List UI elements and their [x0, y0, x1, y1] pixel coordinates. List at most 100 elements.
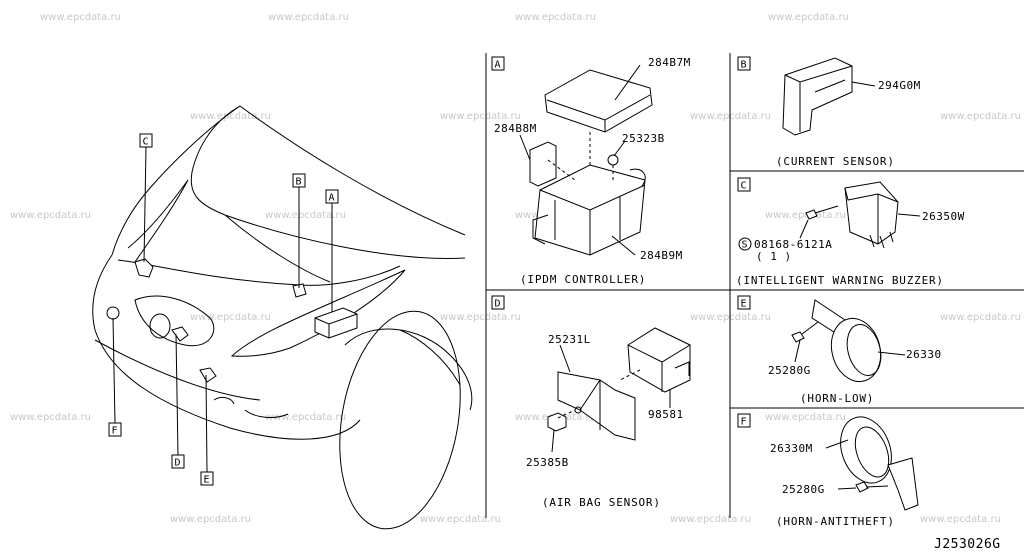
panel-letter: B	[741, 60, 747, 71]
panel-caption: (INTELLIGENT WARNING BUZZER)	[736, 274, 944, 287]
warning-buzzer-edges	[844, 187, 899, 244]
watermark-text: www.epcdata.ru	[440, 312, 521, 323]
ipdm-cover-edges	[546, 94, 651, 132]
part-number: 284B7M	[648, 56, 691, 69]
marker-box	[108, 422, 122, 437]
airbag-bracket-edges	[579, 379, 601, 430]
assembly-lines	[547, 132, 614, 182]
buzzer-pins	[869, 231, 894, 249]
leader-line	[551, 429, 555, 453]
leader-line	[611, 235, 636, 256]
marker-box	[171, 454, 185, 469]
bolt-head	[791, 331, 805, 343]
watermark-text: www.epcdata.ru	[765, 210, 846, 221]
watermark-text: www.epcdata.ru	[40, 12, 121, 23]
front-bumper	[92, 254, 361, 440]
marker-e: E	[200, 471, 214, 486]
airbag-bracket	[557, 371, 636, 441]
horn-antitheft-on-car	[106, 306, 120, 320]
bolt-shank	[814, 205, 839, 214]
watermark-text: www.epcdata.ru	[265, 210, 346, 221]
hood-crease	[224, 214, 331, 283]
bolt-head	[805, 209, 818, 220]
ipdm-bracket	[529, 141, 557, 187]
fog-lamp	[149, 313, 171, 339]
leader-line	[143, 146, 147, 263]
part-number: 26330	[906, 348, 942, 361]
part-number: 98581	[648, 408, 684, 421]
part-number: 25231L	[548, 333, 591, 346]
ipdm-box-brackets	[532, 168, 646, 245]
part-number: 26350W	[922, 210, 965, 223]
watermark-text: www.epcdata.ru	[920, 514, 1001, 525]
watermark-text: www.epcdata.ru	[940, 312, 1021, 323]
marker-f: F	[108, 422, 122, 437]
watermark-text: www.epcdata.ru	[265, 412, 346, 423]
panel-letter-box	[491, 295, 505, 310]
watermark-text: www.epcdata.ru	[10, 210, 91, 221]
part-number: 284B8M	[494, 122, 537, 135]
panel-letter-box	[491, 56, 505, 71]
marker-letter: E	[204, 475, 210, 486]
lower-grille	[94, 339, 261, 401]
leader-line	[897, 213, 921, 217]
leader-line	[851, 81, 876, 87]
leader-line	[837, 487, 857, 490]
leader-line	[799, 219, 809, 239]
watermark-text: www.epcdata.ru	[768, 12, 849, 23]
airbag-sensor-on-car	[171, 326, 189, 342]
leader-line	[613, 140, 626, 157]
marker-a: A	[325, 189, 339, 204]
grille-opening	[134, 295, 215, 347]
marker-box	[200, 471, 214, 486]
leader-line	[519, 134, 531, 161]
marker-letter: F	[112, 426, 118, 437]
leader-line	[559, 344, 571, 373]
horn-antitheft-face	[854, 426, 890, 478]
headlight	[230, 269, 406, 357]
leader-line	[175, 333, 179, 456]
panel-letter-box	[737, 56, 751, 71]
panel-d: D 25231L 98581 25385B (AIR BAG SENSOR)	[491, 295, 691, 509]
marker-d: D	[171, 454, 185, 469]
panel-grid	[485, 53, 1024, 518]
marker-letter: D	[175, 458, 181, 469]
bolt-head	[855, 481, 869, 493]
wheel-tread	[399, 329, 461, 386]
current-sensor-edges	[784, 65, 853, 132]
marker-letter: C	[143, 137, 149, 148]
panel-e: E 25280G 26330 (HORN-LOW)	[737, 295, 942, 405]
part-number: 284B9M	[640, 249, 683, 262]
assembly-lines	[619, 369, 641, 381]
marker-box	[292, 173, 306, 188]
panel-f: F 26330M 25280G (HORN-ANTITHEFT)	[737, 413, 919, 528]
warning-buzzer	[844, 181, 899, 245]
watermark-text: www.epcdata.ru	[420, 514, 501, 525]
vehicle-front-illustration: C B A F D E	[92, 105, 473, 530]
bumper-upper-line	[117, 259, 401, 286]
current-sensor-on-car	[292, 283, 307, 298]
panel-b: B 294G0M (CURRENT SENSOR)	[737, 56, 920, 168]
panel-caption: (HORN-ANTITHEFT)	[776, 515, 895, 528]
marker-box	[139, 133, 153, 148]
panel-letter-box	[737, 413, 751, 428]
marker-c: C	[139, 133, 153, 148]
marker-letter: A	[329, 193, 335, 204]
wheel-arch	[344, 328, 473, 411]
marker-b: B	[292, 173, 306, 188]
fender-line-left	[127, 179, 189, 263]
part-number: 25323B	[622, 132, 665, 145]
part-number: 25280G	[782, 483, 825, 496]
watermark-text: www.epcdata.ru	[765, 412, 846, 423]
watermark-text: www.epcdata.ru	[268, 12, 349, 23]
leader-line	[794, 339, 801, 363]
bolt-shank	[801, 321, 819, 335]
leader-line	[825, 439, 849, 449]
watermark-text: www.epcdata.ru	[170, 514, 251, 525]
ipdm-on-car-edges	[314, 313, 358, 338]
horn-antitheft-bracket	[887, 457, 919, 511]
leader-line	[205, 374, 208, 473]
lower-vent-small	[213, 396, 235, 405]
part-number: 25280G	[768, 364, 811, 377]
